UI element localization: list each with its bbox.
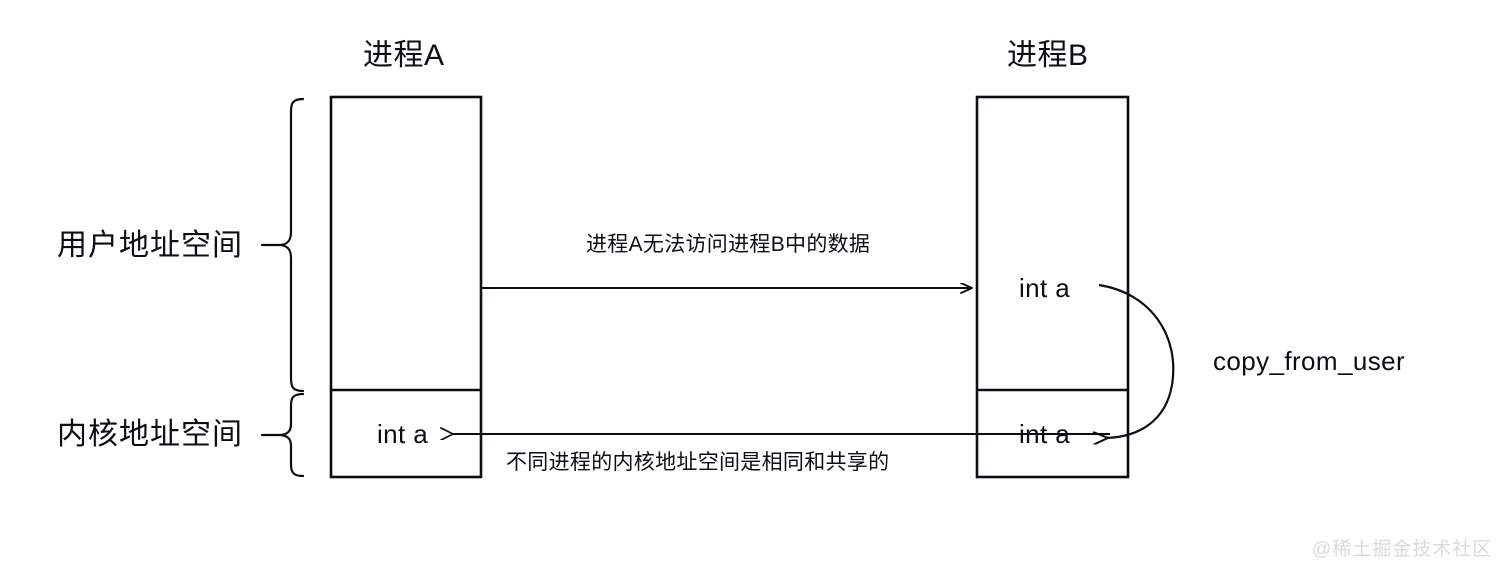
copy-from-user-label: copy_from_user [1213, 346, 1406, 376]
kernel-space-brace [260, 392, 305, 478]
process-b-user-variable: int a [1019, 273, 1071, 303]
process-b-box [975, 95, 1130, 479]
shared-kernel-label: 不同进程的内核地址空间是相同和共享的 [506, 451, 890, 474]
no-access-label: 进程A无法访问进程B中的数据 [586, 233, 871, 256]
process-a-box [329, 95, 483, 479]
kernel-address-space-label: 内核地址空间 [57, 418, 243, 451]
copy-from-user-arrow [1099, 283, 1175, 438]
process-a-kernel-variable: int a [377, 419, 429, 449]
process-b-title: 进程B [1007, 39, 1089, 72]
watermark: @稀土掘金技术社区 [1312, 539, 1493, 560]
user-address-space-label: 用户地址空间 [57, 229, 243, 262]
process-b-kernel-variable: int a [1019, 419, 1071, 449]
process-a-title: 进程A [363, 39, 445, 72]
user-space-brace [260, 97, 305, 393]
